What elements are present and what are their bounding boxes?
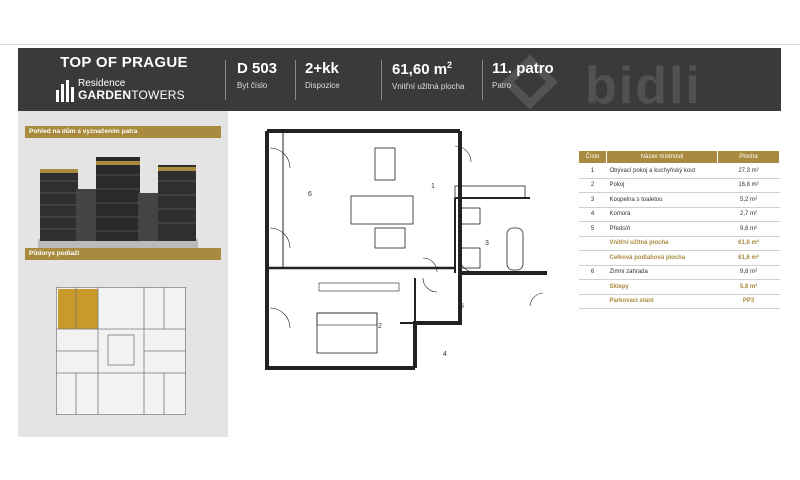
building-view-image	[38, 157, 198, 251]
left-panel: Pohled na dům s vyznačením patra Půdorys…	[18, 111, 228, 437]
table-header-row: Číslo Název místnosti Plocha	[578, 150, 780, 164]
watermark: bidli	[470, 48, 780, 111]
floor-plan-label: Půdorys podlaží	[25, 248, 221, 260]
floor-overview-image	[56, 287, 186, 415]
towers-logo-icon	[56, 80, 76, 102]
logo-residence-text: Residence	[78, 78, 126, 89]
bidli-logo-icon	[502, 54, 558, 110]
col-name-header: Název místnosti	[606, 150, 718, 164]
unit-floor: 11. patro Patro	[492, 60, 554, 90]
header-bar: TOP OF PRAGUE Residence GARDENTOWERS D 5…	[18, 48, 781, 111]
room-label-5: 5	[460, 303, 464, 310]
unit-number: D 503 Byt číslo	[237, 60, 278, 90]
residence-logo: Residence GARDENTOWERS	[56, 78, 192, 106]
room-label-4: 4	[443, 351, 447, 358]
room-label-1: 1	[431, 183, 435, 190]
building-view-label: Pohled na dům s vyznačením patra	[25, 126, 221, 138]
unit-layout: 2+kk Dispozice	[305, 60, 340, 90]
col-area-header: Plocha	[717, 150, 780, 164]
col-number-header: Číslo	[578, 150, 607, 164]
brand-title: TOP OF PRAGUE	[60, 54, 188, 71]
top-divider	[0, 44, 800, 45]
watermark-text: bidli	[585, 57, 702, 111]
room-label-6: 6	[308, 191, 312, 198]
room-label-3: 3	[485, 240, 489, 247]
unit-area: 61,60 m2 Vnitřní užitná plocha	[392, 60, 465, 91]
logo-gardentowers-text: GARDENTOWERS	[78, 88, 185, 102]
apartment-floor-plan: 6 1 3 5 2 4	[265, 129, 547, 370]
room-label-2: 2	[378, 323, 382, 330]
